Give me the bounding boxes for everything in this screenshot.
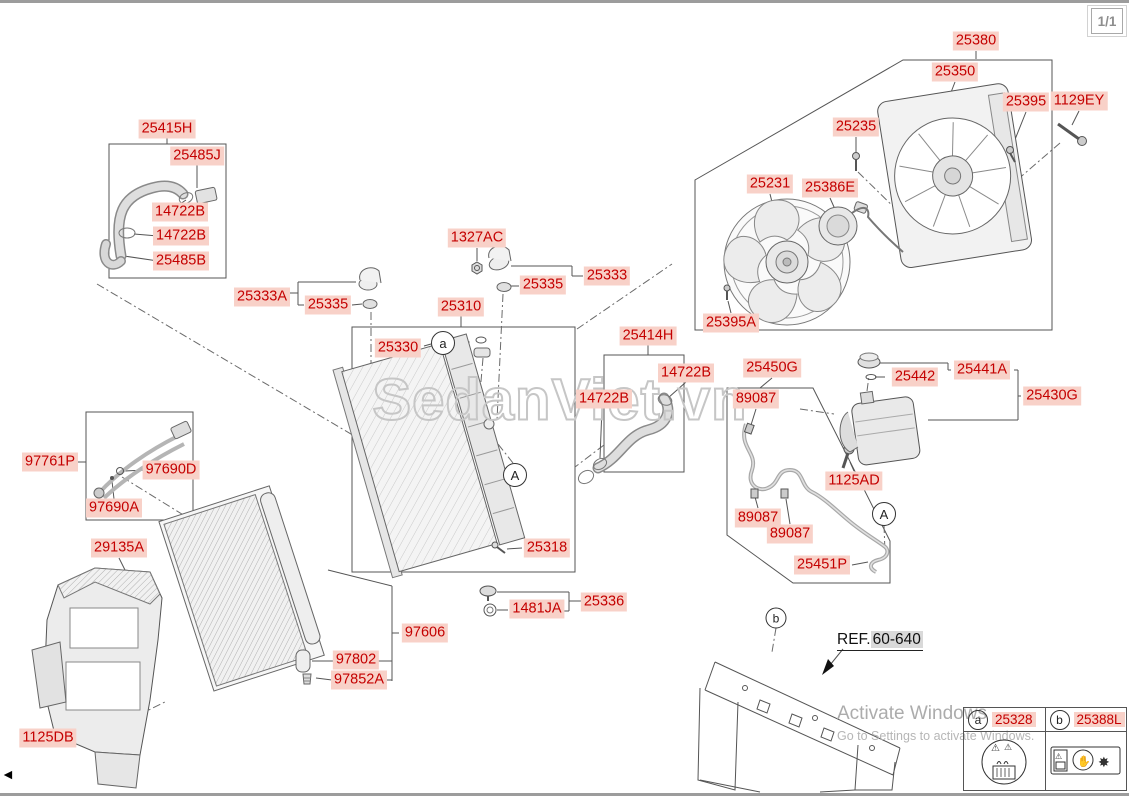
part-label-89087[interactable]: 89087 [766,524,814,544]
lower-hose-drawing [577,392,674,485]
part-label-25388L[interactable]: 25388L [1073,712,1125,727]
radiator-small-parts [479,541,506,617]
part-label-14722B[interactable]: 14722B [576,389,632,409]
part-label-89087[interactable]: 89087 [734,508,782,528]
legend-callout-a: a [968,709,988,730]
coolant-caution-label-icon: ⚠ ⚠ [981,739,1027,785]
part-label-25430G[interactable]: 25430G [1023,386,1081,406]
part-label-25395A[interactable]: 25395A [703,313,759,333]
ref-arrowhead [822,659,834,675]
part-label-25336[interactable]: 25336 [580,592,628,612]
activate-windows-subtext: Go to Settings to activate Windows. [837,729,1035,743]
part-label-25231[interactable]: 25231 [746,174,794,194]
activate-windows-text: Activate Windows [837,703,987,724]
fan-warning-label-icon: ⚠ ✋ ✸ [1050,746,1121,775]
part-label-25451P[interactable]: 25451P [794,555,850,575]
part-label-25335[interactable]: 25335 [304,295,352,315]
part-label-25318[interactable]: 25318 [523,538,571,558]
upper-hose-drawing [99,180,218,270]
part-label-1125AD[interactable]: 1125AD [825,471,883,491]
condenser-pipe-drawing [93,420,192,500]
part-label-1481JA[interactable]: 1481JA [509,599,565,619]
part-label-25395[interactable]: 25395 [1002,92,1050,112]
part-label-89087[interactable]: 89087 [732,389,780,409]
svg-text:⚠: ⚠ [1055,752,1062,761]
bottom-divider [0,793,1129,796]
part-label-97852A[interactable]: 97852A [331,670,387,690]
legend-table: a 25328 ⚠ ⚠ b 25388L [963,707,1127,791]
legend-cell-b: b 25388L ⚠ ✋ ✸ [1044,708,1126,790]
ref-60-640-link[interactable]: REF.60-640 [837,631,923,651]
reservoir-drawing [839,352,921,466]
part-label-97606[interactable]: 97606 [401,623,449,643]
part-label-14722B[interactable]: 14722B [153,226,209,246]
radiator-filler-neck [483,418,495,430]
part-label-14722B[interactable]: 14722B [658,363,714,383]
part-label-25450G[interactable]: 25450G [743,358,801,378]
part-label-25380[interactable]: 25380 [952,31,1000,51]
fan-motor-drawing [818,201,904,253]
part-label-25485B[interactable]: 25485B [153,251,209,271]
fan-shroud-drawing [877,83,1032,268]
part-label-97761P[interactable]: 97761P [22,452,78,472]
part-label-25485J[interactable]: 25485J [170,146,224,166]
part-label-25415H[interactable]: 25415H [138,119,196,139]
part-label-25350[interactable]: 25350 [931,62,979,82]
part-label-1125DB[interactable]: 1125DB [19,728,77,748]
part-label-25330[interactable]: 25330 [374,338,422,358]
part-label-25328[interactable]: 25328 [992,712,1036,727]
part-label-1129EY[interactable]: 1129EY [1050,91,1108,111]
part-label-25386E[interactable]: 25386E [802,178,858,198]
outlet-fitting-parts [358,245,512,358]
page-indicator: 1/1 [1087,5,1127,37]
part-label-25441A[interactable]: 25441A [954,360,1010,380]
reservoir-hose-drawing [742,422,890,574]
part-label-25442[interactable]: 25442 [891,367,939,387]
part-label-29135A[interactable]: 29135A [91,538,147,558]
part-label-25414H[interactable]: 25414H [619,326,677,346]
corner-arrow-icon[interactable]: ◄ [1,766,15,782]
condenser-small-parts [295,649,312,685]
part-label-25335[interactable]: 25335 [519,275,567,295]
callout-A: A [872,502,896,526]
svg-text:⚠: ⚠ [1004,742,1012,752]
callout-a: a [431,331,455,355]
condenser-drawing [158,485,325,692]
svg-text:✋: ✋ [1077,755,1091,768]
part-label-97690D[interactable]: 97690D [142,460,200,480]
legend-cell-a: a 25328 ⚠ ⚠ [964,708,1045,790]
part-label-1327AC[interactable]: 1327AC [447,228,507,248]
part-label-14722B[interactable]: 14722B [152,202,208,222]
svg-text:⚠: ⚠ [991,743,1000,754]
top-divider [0,0,1129,3]
part-label-25235[interactable]: 25235 [832,117,880,137]
part-label-97690A[interactable]: 97690A [86,498,142,518]
page-indicator-value: 1/1 [1091,8,1123,34]
ref-number: 60-640 [870,631,923,648]
carrier-drawing [697,661,901,793]
legend-callout-b: b [1049,709,1070,730]
svg-text:✸: ✸ [1098,754,1110,770]
part-label-97802[interactable]: 97802 [332,650,380,670]
callout-b: b [765,607,787,629]
part-label-25310[interactable]: 25310 [437,297,485,317]
air-guard-drawing [31,567,163,789]
radiator-drawing [332,333,526,579]
part-label-25333A[interactable]: 25333A [234,287,290,307]
fan-blade-drawing [723,198,851,326]
callout-A: A [503,463,527,487]
ref-prefix: REF. [837,631,871,648]
part-label-25333[interactable]: 25333 [583,266,631,286]
